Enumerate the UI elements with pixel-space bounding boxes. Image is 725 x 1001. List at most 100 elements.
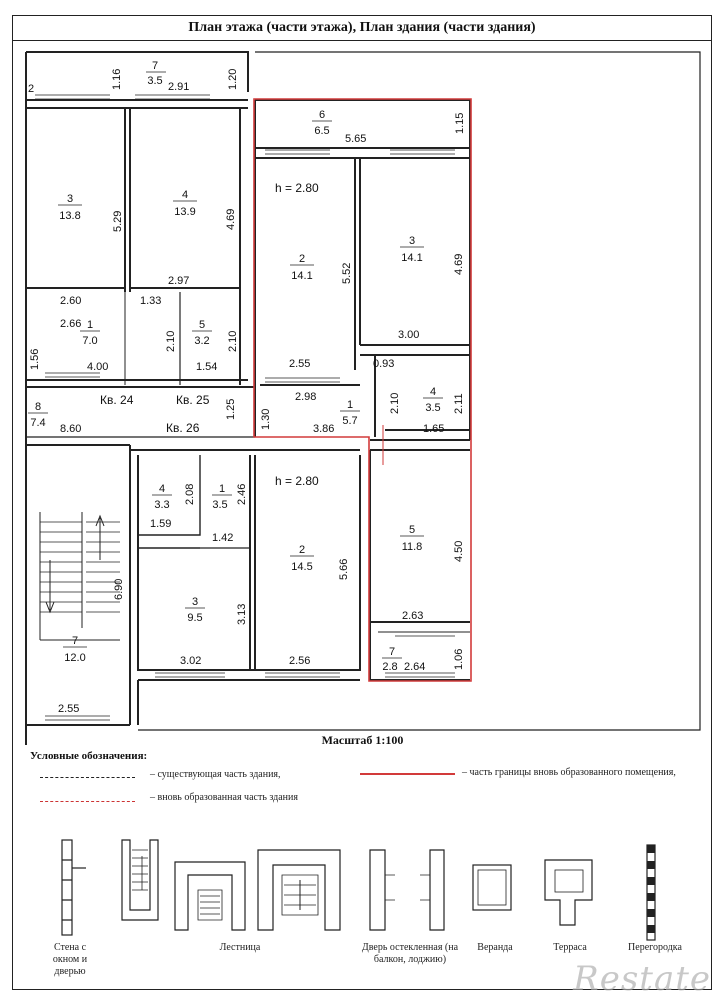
apartment-24-label: Кв. 24 (100, 393, 134, 407)
svg-text:1: 1 (87, 319, 93, 331)
legend-line-existing (40, 777, 135, 778)
svg-text:6: 6 (319, 109, 325, 121)
dim-label: 2.97 (168, 275, 189, 287)
dim-label: 1.56 (29, 349, 41, 370)
dim-label: 1.42 (212, 532, 233, 544)
dim-label: 4.00 (87, 361, 108, 373)
height-label-lower: h = 2.80 (275, 474, 319, 488)
svg-text:7: 7 (152, 60, 158, 72)
dim-label: 1.33 (140, 295, 161, 307)
svg-text:3.5: 3.5 (425, 402, 440, 414)
svg-text:5.7: 5.7 (342, 415, 357, 427)
svg-text:2: 2 (299, 253, 305, 265)
wall-window-door-icon (61, 839, 86, 936)
svg-text:3.2: 3.2 (194, 335, 209, 347)
symbol-label-stair: Лестница (219, 942, 261, 953)
sheet-title: План этажа (части этажа), План здания (ч… (12, 15, 712, 41)
svg-text:3: 3 (67, 193, 73, 205)
right-room-7: 72.8 (382, 646, 402, 673)
legend-line-boundary (360, 773, 455, 775)
stair-icon (174, 861, 246, 931)
svg-text:6.5: 6.5 (314, 125, 329, 137)
svg-text:13.9: 13.9 (174, 206, 195, 218)
dim-label: 2.63 (402, 610, 423, 622)
terrace-icon (544, 859, 593, 926)
svg-text:14.1: 14.1 (291, 270, 312, 282)
dim-label: 3.13 (236, 604, 248, 625)
bottom-room-4: 43.3 (152, 483, 172, 511)
dim-label: 6.90 (113, 579, 125, 600)
svg-text:2: 2 (299, 544, 305, 556)
dim-label: 2.55 (289, 358, 310, 370)
watermark-logo: Restate (573, 959, 711, 999)
legend-title: Условные обозначения: (30, 750, 148, 762)
dim-label: 1.25 (225, 399, 237, 420)
svg-text:7: 7 (72, 635, 78, 647)
dim-label: 5.52 (341, 263, 353, 284)
svg-text:4: 4 (182, 189, 188, 201)
right-room-4: 43.5 (423, 386, 443, 414)
left-room-1: 17.0 (80, 319, 100, 347)
svg-text:7.4: 7.4 (30, 417, 45, 429)
apartment-25-label: Кв. 25 (176, 393, 210, 407)
dim-label: 3.00 (398, 329, 419, 341)
dim-label: 2.64 (404, 661, 425, 673)
symbol-label-partition: Перегородка (628, 942, 682, 953)
legend-item-existing: – существующая часть здания, (150, 769, 281, 780)
right-room-6: 66.5 (312, 109, 332, 137)
stair-room-8: 87.4 (28, 401, 48, 429)
svg-text:14.1: 14.1 (401, 252, 422, 264)
dim-label: 1.20 (227, 69, 239, 90)
scale-label: Масштаб 1:100 (321, 733, 404, 747)
bottom-room-1: 13.5 (212, 483, 232, 511)
dim-label: 5.66 (338, 559, 350, 580)
dim-label: 2 (28, 83, 34, 95)
svg-text:1: 1 (219, 483, 225, 495)
stair-icon (257, 849, 341, 931)
apartment-26-label: Кв. 26 (166, 421, 200, 435)
svg-text:3.5: 3.5 (147, 75, 162, 87)
svg-text:2.8: 2.8 (382, 661, 397, 673)
dim-label: 4.69 (453, 254, 465, 275)
svg-text:4: 4 (430, 386, 436, 398)
veranda-icon (472, 864, 512, 911)
left-room-5: 53.2 (192, 319, 212, 347)
left-room-7-top: 73.5 (146, 60, 166, 87)
dim-label: 1.65 (423, 423, 444, 435)
dim-label: 3.86 (313, 423, 334, 435)
dim-label: 2.66 (60, 318, 81, 330)
dim-label: 5.65 (345, 133, 366, 145)
dim-label: 2.55 (58, 703, 79, 715)
dim-label: 5.29 (112, 211, 124, 232)
svg-text:12.0: 12.0 (64, 652, 85, 664)
right-room-2: 214.1 (290, 253, 314, 282)
left-room-4: 413.9 (173, 189, 197, 218)
symbol-label-veranda: Веранда (477, 942, 513, 953)
svg-text:4: 4 (159, 483, 165, 495)
dim-label: 1.15 (454, 113, 466, 134)
dim-label: 3.02 (180, 655, 201, 667)
svg-text:9.5: 9.5 (187, 612, 202, 624)
dim-label: 2.91 (168, 81, 189, 93)
left-room-3: 313.8 (58, 193, 82, 222)
dim-label: 4.50 (453, 541, 465, 562)
stair-room-7: 712.0 (63, 635, 87, 664)
dim-label: 8.60 (60, 423, 81, 435)
symbol-label-terrace: Терраса (553, 942, 587, 953)
dim-label: 2.10 (389, 393, 401, 414)
dim-label: 0.93 (373, 358, 394, 370)
dim-label: 2.60 (60, 295, 81, 307)
right-room-1: 15.7 (340, 399, 360, 427)
svg-text:11.8: 11.8 (402, 541, 423, 553)
right-room-3: 314.1 (400, 235, 424, 264)
dim-label: 2.08 (184, 484, 196, 505)
dim-label: 2.56 (289, 655, 310, 667)
bottom-room-2: 214.5 (290, 544, 314, 573)
svg-text:13.8: 13.8 (59, 210, 80, 222)
legend-symbols (61, 839, 656, 941)
svg-text:3.5: 3.5 (212, 499, 227, 511)
svg-text:5: 5 (409, 524, 415, 536)
dim-label: 2.10 (227, 331, 239, 352)
dim-label: 1.54 (196, 361, 217, 373)
